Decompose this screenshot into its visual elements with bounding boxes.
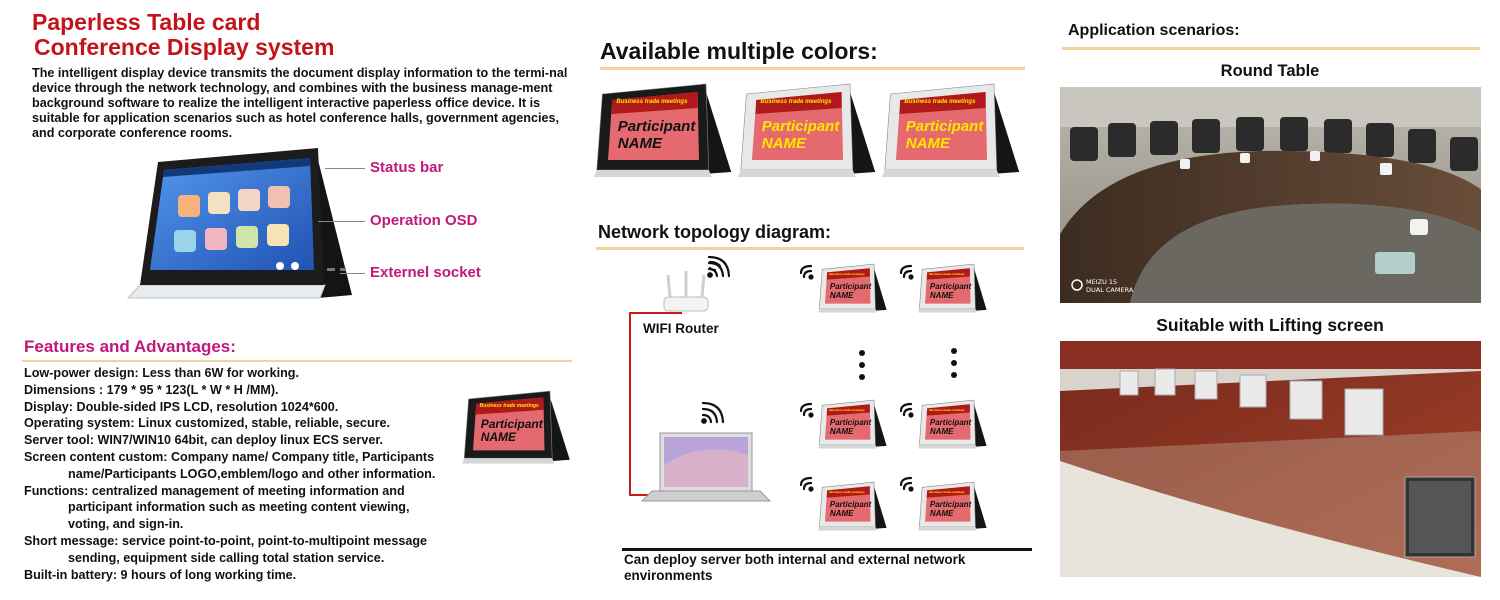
lifting-screen-photo xyxy=(1060,341,1481,577)
deploy-text: Can deploy server both internal and exte… xyxy=(624,552,966,583)
card-participant: Participant xyxy=(829,499,872,509)
card-participant: Participant xyxy=(829,417,872,427)
title-line-2: Conference Display system xyxy=(34,34,335,60)
callout-line-socket xyxy=(340,273,365,274)
feature-line: participant information such as meeting … xyxy=(68,500,410,515)
card-participant: Participant xyxy=(617,118,696,135)
card-name: NAME xyxy=(929,508,954,518)
card-participant: Participant xyxy=(761,118,840,135)
card-participant: Participant xyxy=(929,499,972,509)
feature-line: Server tool: WIN7/WIN10 64bit, can deplo… xyxy=(24,433,384,448)
card-banner-text: Business trade meetings xyxy=(616,99,688,105)
feature-line: Low-power design: Less than 6W for worki… xyxy=(24,366,299,380)
card-banner-text: Business trade meetings xyxy=(929,407,965,412)
callout-line-status xyxy=(325,168,365,169)
topology-heading: Network topology diagram: xyxy=(598,222,832,242)
camera-watermark-icon xyxy=(1071,279,1083,291)
deploy-divider xyxy=(622,548,1032,551)
ellipsis-dots xyxy=(859,348,957,380)
router-label: WIFI Router xyxy=(643,321,719,336)
title-line-1: Paperless Table card xyxy=(32,9,261,35)
callout-status-bar: Status bar xyxy=(370,159,444,176)
wifi-icons xyxy=(701,255,914,492)
callout-line-osd xyxy=(318,221,365,222)
card-participant: Participant xyxy=(829,281,872,291)
round-table-heading: Round Table xyxy=(1220,62,1320,80)
card-name: NAME xyxy=(480,430,517,445)
intro-paragraph: The intelligent display device transmits… xyxy=(32,66,568,140)
feature-line: Short message: service point-to-point, p… xyxy=(24,533,428,548)
card-banner-text: Business trade meetings xyxy=(929,271,965,276)
feature-line: Operating system: Linux customized, stab… xyxy=(24,416,391,431)
card-participant: Participant xyxy=(929,417,972,427)
application-heading: Application scenarios: xyxy=(1068,22,1240,39)
page-title: Paperless Table card Conference Display … xyxy=(32,10,334,60)
device-illustration xyxy=(120,140,360,310)
colors-divider xyxy=(600,67,1025,70)
card-banner-text: Business trade meetings xyxy=(904,99,976,105)
camera-watermark: MEIZU 15 DUAL CAMERA xyxy=(1086,278,1133,294)
application-divider xyxy=(1062,47,1480,50)
camera-brand: MEIZU 15 xyxy=(1086,278,1118,286)
router-icon xyxy=(663,271,709,312)
card-participant: Participant xyxy=(480,416,543,431)
feature-line: sending, equipment side calling total st… xyxy=(68,550,385,565)
camera-sub: DUAL CAMERA xyxy=(1086,286,1134,294)
network-topology-diagram xyxy=(592,255,1032,552)
topology-divider xyxy=(596,247,1024,250)
card-name: NAME xyxy=(761,135,806,153)
callout-externel-socket: Externel socket xyxy=(370,264,481,281)
card-banner-text: Business trade meetings xyxy=(479,402,539,409)
round-table-photo: MEIZU 15 DUAL CAMERA xyxy=(1060,87,1481,303)
card-name: NAME xyxy=(617,135,662,153)
card-name: NAME xyxy=(929,290,954,300)
features-heading: Features and Advantages: xyxy=(24,337,236,356)
feature-line: Screen content custom: Company name/ Com… xyxy=(24,449,435,464)
feature-line: Built-in battery: 9 hours of long workin… xyxy=(24,567,297,582)
card-name: NAME xyxy=(829,426,854,436)
card-banner-text: Business trade meetings xyxy=(829,489,865,494)
callout-operation-osd: Operation OSD xyxy=(370,212,478,229)
card-participant: Participant xyxy=(929,281,972,291)
card-banner-text: Business trade meetings xyxy=(760,99,832,105)
features-list: Low-power design: Less than 6W for worki… xyxy=(24,365,474,583)
laptop-icon xyxy=(640,432,772,502)
features-divider xyxy=(22,360,572,362)
card-name: NAME xyxy=(829,508,854,518)
feature-line: voting, and sign-in. xyxy=(68,517,184,532)
feature-line: name/Participants LOGO,emblem/logo and o… xyxy=(68,466,436,481)
card-name: NAME xyxy=(905,135,950,153)
card-participant: Participant xyxy=(905,118,984,135)
card-banner-text: Business trade meetings xyxy=(829,271,865,276)
colors-heading: Available multiple colors: xyxy=(600,38,878,64)
card-name: NAME xyxy=(929,426,954,436)
feature-line: Functions: centralized management of mee… xyxy=(24,483,405,498)
lifting-screen-heading: Suitable with Lifting screen xyxy=(1156,315,1384,335)
card-name: NAME xyxy=(829,290,854,300)
card-banner-text: Business trade meetings xyxy=(929,489,965,494)
feature-line: Display: Double-sided IPS LCD, resolutio… xyxy=(24,399,339,414)
feature-line: Dimensions : 179 * 95 * 123(L * W * H /M… xyxy=(24,382,279,397)
card-banner-text: Business trade meetings xyxy=(829,407,865,412)
